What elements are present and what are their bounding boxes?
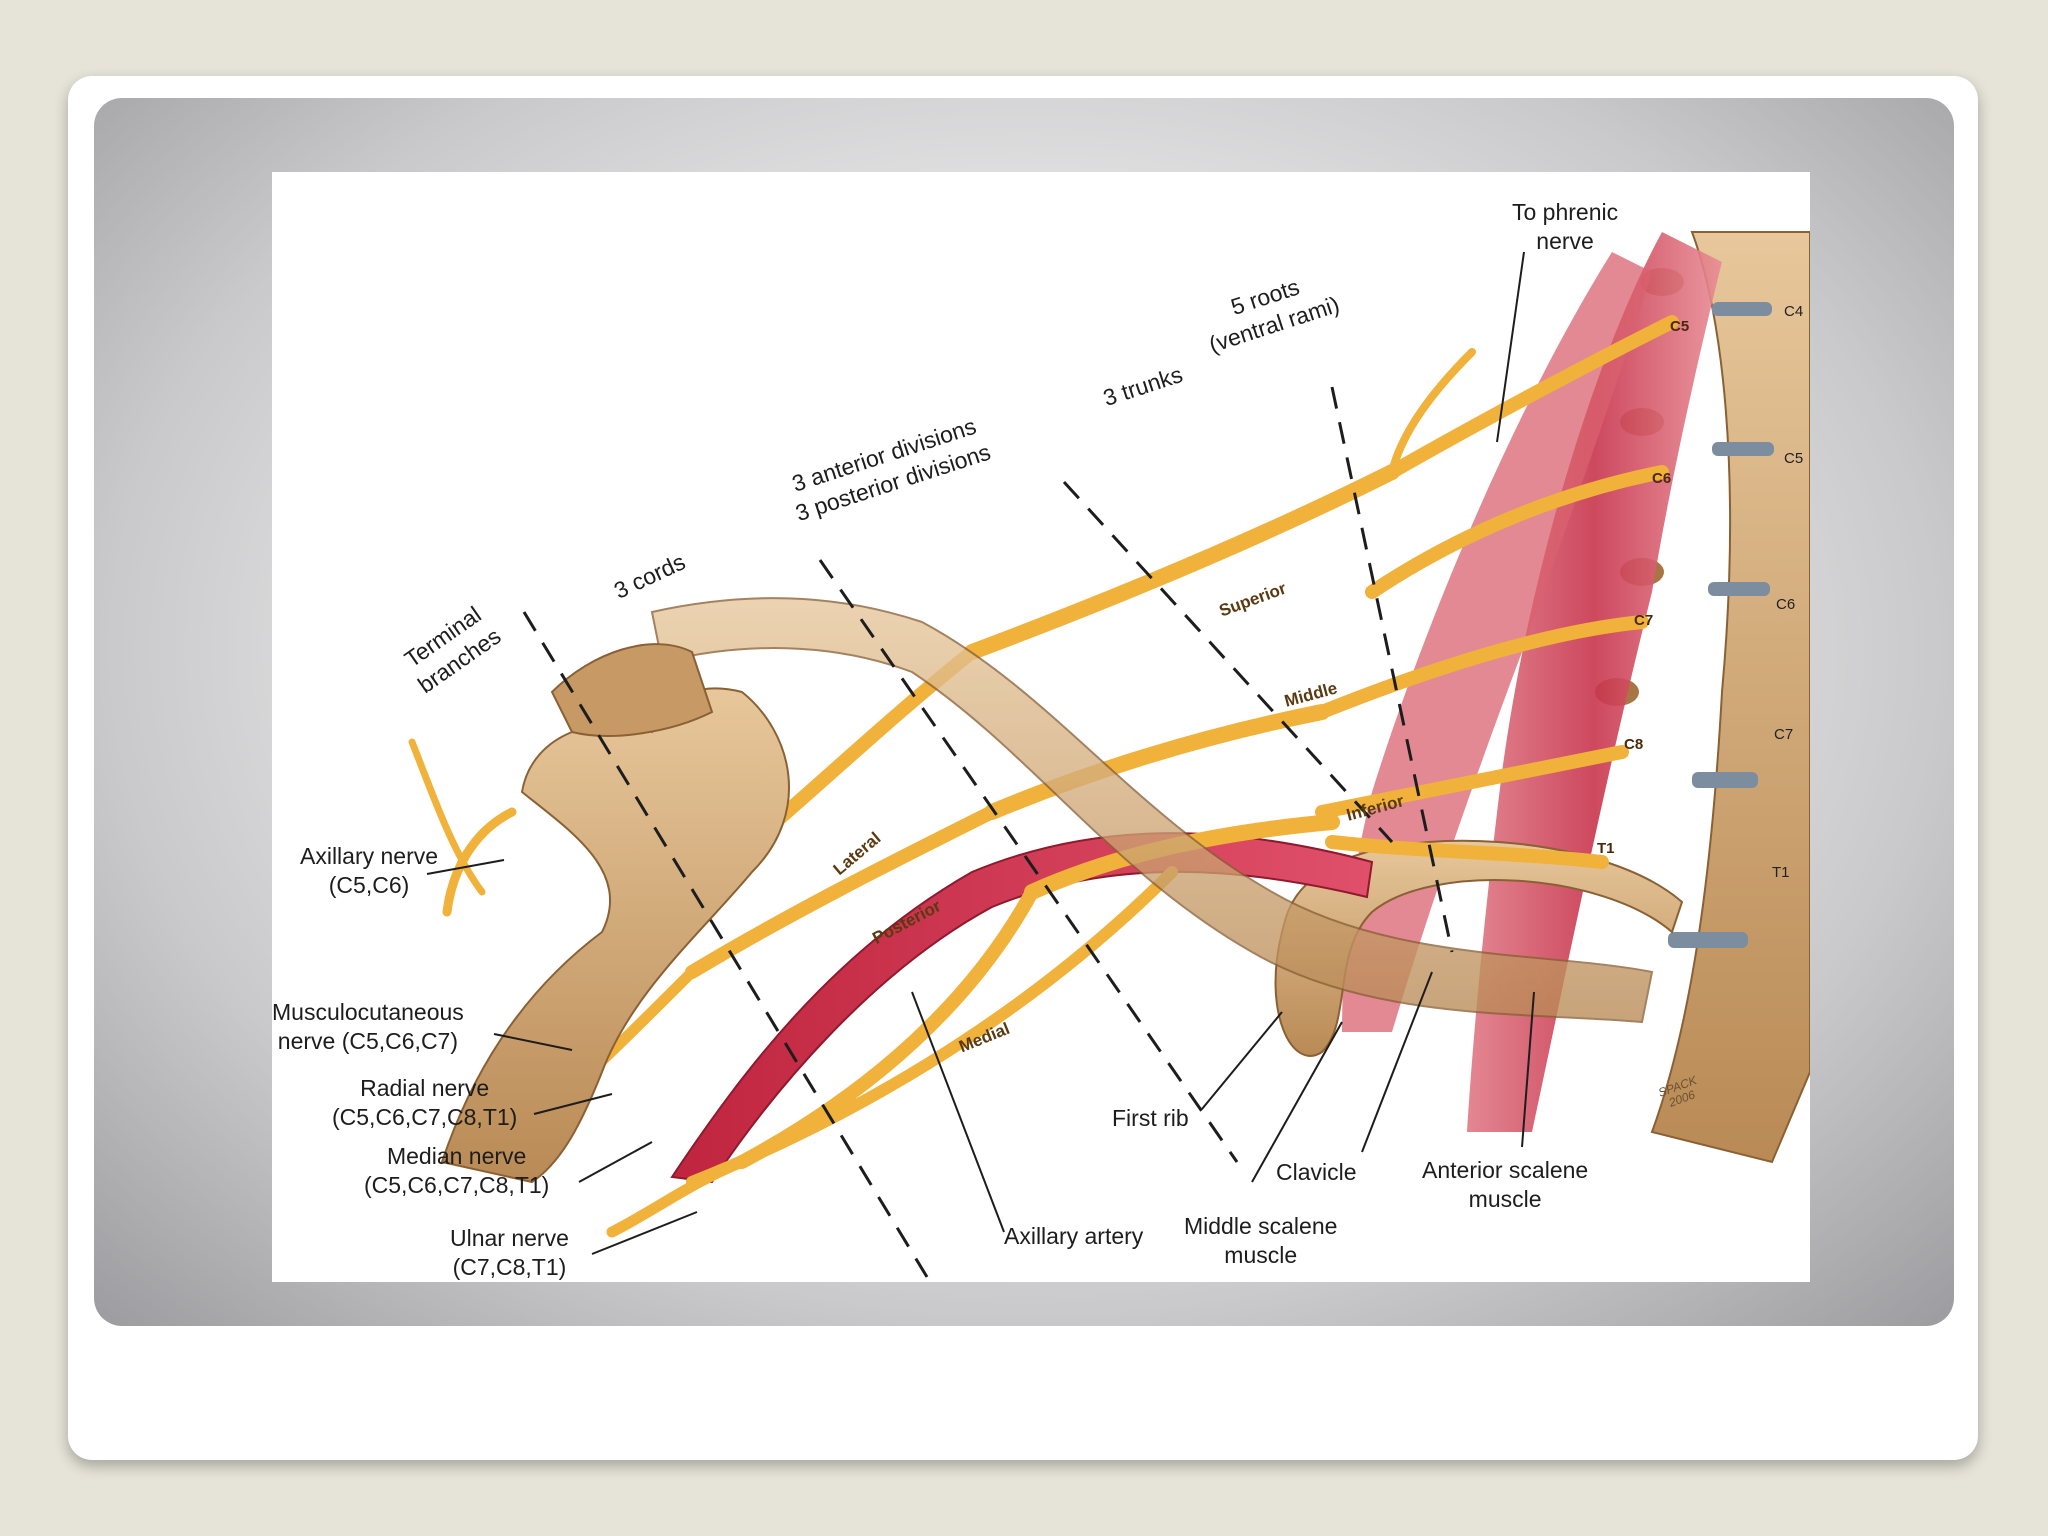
label-ulnar-nerve: Ulnar nerve (C7,C8,T1)	[450, 1224, 569, 1282]
label-middle-scalene-muscle: Middle scalene muscle	[1184, 1212, 1337, 1270]
brachial-plexus-figure: 5 roots (ventral rami) 3 trunks 3 anteri…	[272, 172, 1810, 1282]
root-label-c8: C8	[1624, 736, 1644, 753]
root-label-t1: T1	[1597, 840, 1615, 857]
vertebra-label-c5: C5	[1784, 450, 1804, 467]
label-radial-nerve: Radial nerve (C5,C6,C7,C8,T1)	[332, 1074, 517, 1132]
axillary-artery	[670, 832, 1374, 1184]
anterior-scalene-line2: muscle	[1468, 1186, 1542, 1212]
root-label-c6: C6	[1652, 470, 1672, 487]
ulnar-nerve-line2: (C7,C8,T1)	[452, 1254, 567, 1280]
vertebra-label-c4: C4	[1784, 303, 1804, 320]
phrenic-label-line2: nerve	[1536, 228, 1594, 254]
middle-scalene-muscle	[1342, 252, 1652, 1032]
radial-nerve-line1: Radial nerve	[360, 1075, 490, 1101]
root-label-c7: C7	[1634, 612, 1654, 629]
vertebra-label-c6: C6	[1776, 596, 1796, 613]
leader-lines	[426, 251, 1535, 1255]
label-axillary-nerve: Axillary nerve (C5,C6)	[300, 842, 438, 900]
label-first-rib: First rib	[1112, 1105, 1189, 1131]
axillary-nerve-line2: (C5,C6)	[328, 872, 410, 898]
coracoid-process	[550, 643, 714, 737]
anatomy-illustration	[408, 231, 1810, 1278]
musculocutaneous-line2: nerve (C5,C6,C7)	[277, 1028, 459, 1054]
middle-scalene-line2: muscle	[1224, 1242, 1298, 1268]
vertebra-label-c7: C7	[1774, 726, 1794, 743]
clavicle	[650, 597, 1654, 1024]
radial-nerve-line2: (C5,C6,C7,C8,T1)	[332, 1104, 518, 1130]
label-median-nerve: Median nerve (C5,C6,C7,C8,T1)	[364, 1142, 549, 1200]
vertebra-label-t1: T1	[1772, 864, 1790, 881]
middle-scalene-line1: Middle scalene	[1184, 1213, 1338, 1239]
label-to-phrenic-nerve: To phrenic nerve	[1512, 198, 1618, 256]
level-dividers	[522, 386, 1454, 1278]
slide: 5 roots (ventral rami) 3 trunks 3 anteri…	[68, 76, 1978, 1460]
ulnar-nerve-line1: Ulnar nerve	[450, 1225, 569, 1251]
label-clavicle: Clavicle	[1276, 1159, 1357, 1185]
root-label-c5: C5	[1670, 318, 1690, 335]
axillary-nerve-line1: Axillary nerve	[300, 843, 439, 869]
anterior-scalene-line1: Anterior scalene	[1422, 1157, 1589, 1183]
phrenic-label-line1: To phrenic	[1512, 199, 1619, 225]
median-nerve-line2: (C5,C6,C7,C8,T1)	[364, 1172, 550, 1198]
slide-panel: 5 roots (ventral rami) 3 trunks 3 anteri…	[94, 98, 1954, 1326]
median-nerve-line1: Median nerve	[386, 1143, 527, 1169]
anterior-scalene-muscle	[1467, 232, 1722, 1132]
label-musculocutaneous-nerve: Musculocutaneous nerve (C5,C6,C7)	[272, 998, 464, 1056]
label-anterior-scalene-muscle: Anterior scalene muscle	[1422, 1156, 1588, 1214]
label-axillary-artery: Axillary artery	[1004, 1223, 1144, 1249]
first-rib	[1274, 839, 1684, 1057]
musculocutaneous-line1: Musculocutaneous	[272, 999, 464, 1025]
